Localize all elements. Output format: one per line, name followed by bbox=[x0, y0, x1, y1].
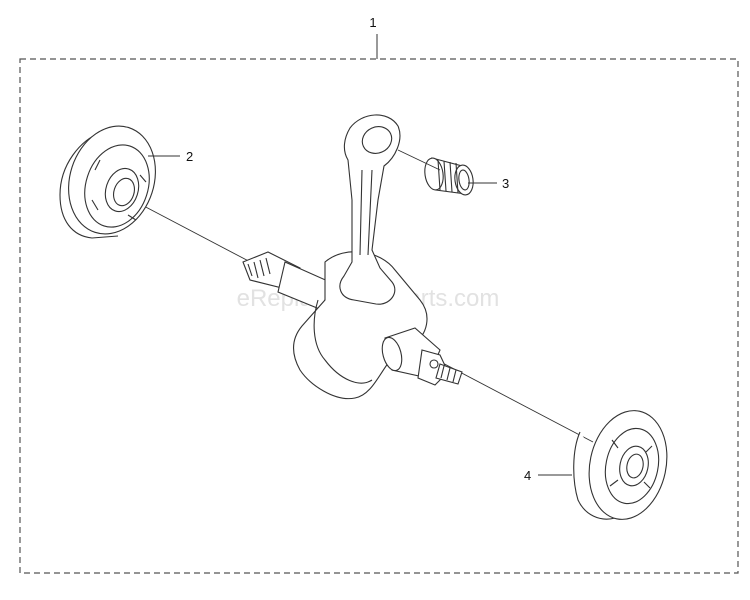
callout-2[interactable]: 2 bbox=[148, 149, 193, 164]
connecting-rod[interactable] bbox=[339, 114, 401, 305]
callout-2-label: 2 bbox=[186, 149, 193, 164]
callout-3[interactable]: 3 bbox=[468, 176, 509, 191]
callout-4[interactable]: 4 bbox=[524, 468, 572, 483]
callout-1-label: 1 bbox=[369, 15, 376, 30]
callout-1[interactable]: 1 bbox=[369, 15, 378, 59]
callout-3-label: 3 bbox=[502, 176, 509, 191]
ball-bearing-left[interactable] bbox=[55, 115, 169, 246]
crankshaft[interactable] bbox=[242, 251, 463, 400]
assembly-frame bbox=[19, 58, 739, 574]
callout-4-label: 4 bbox=[524, 468, 531, 483]
needle-bearing-guide-line bbox=[397, 149, 441, 171]
ball-bearing-right[interactable] bbox=[573, 403, 677, 526]
needle-bearing[interactable] bbox=[423, 157, 475, 196]
